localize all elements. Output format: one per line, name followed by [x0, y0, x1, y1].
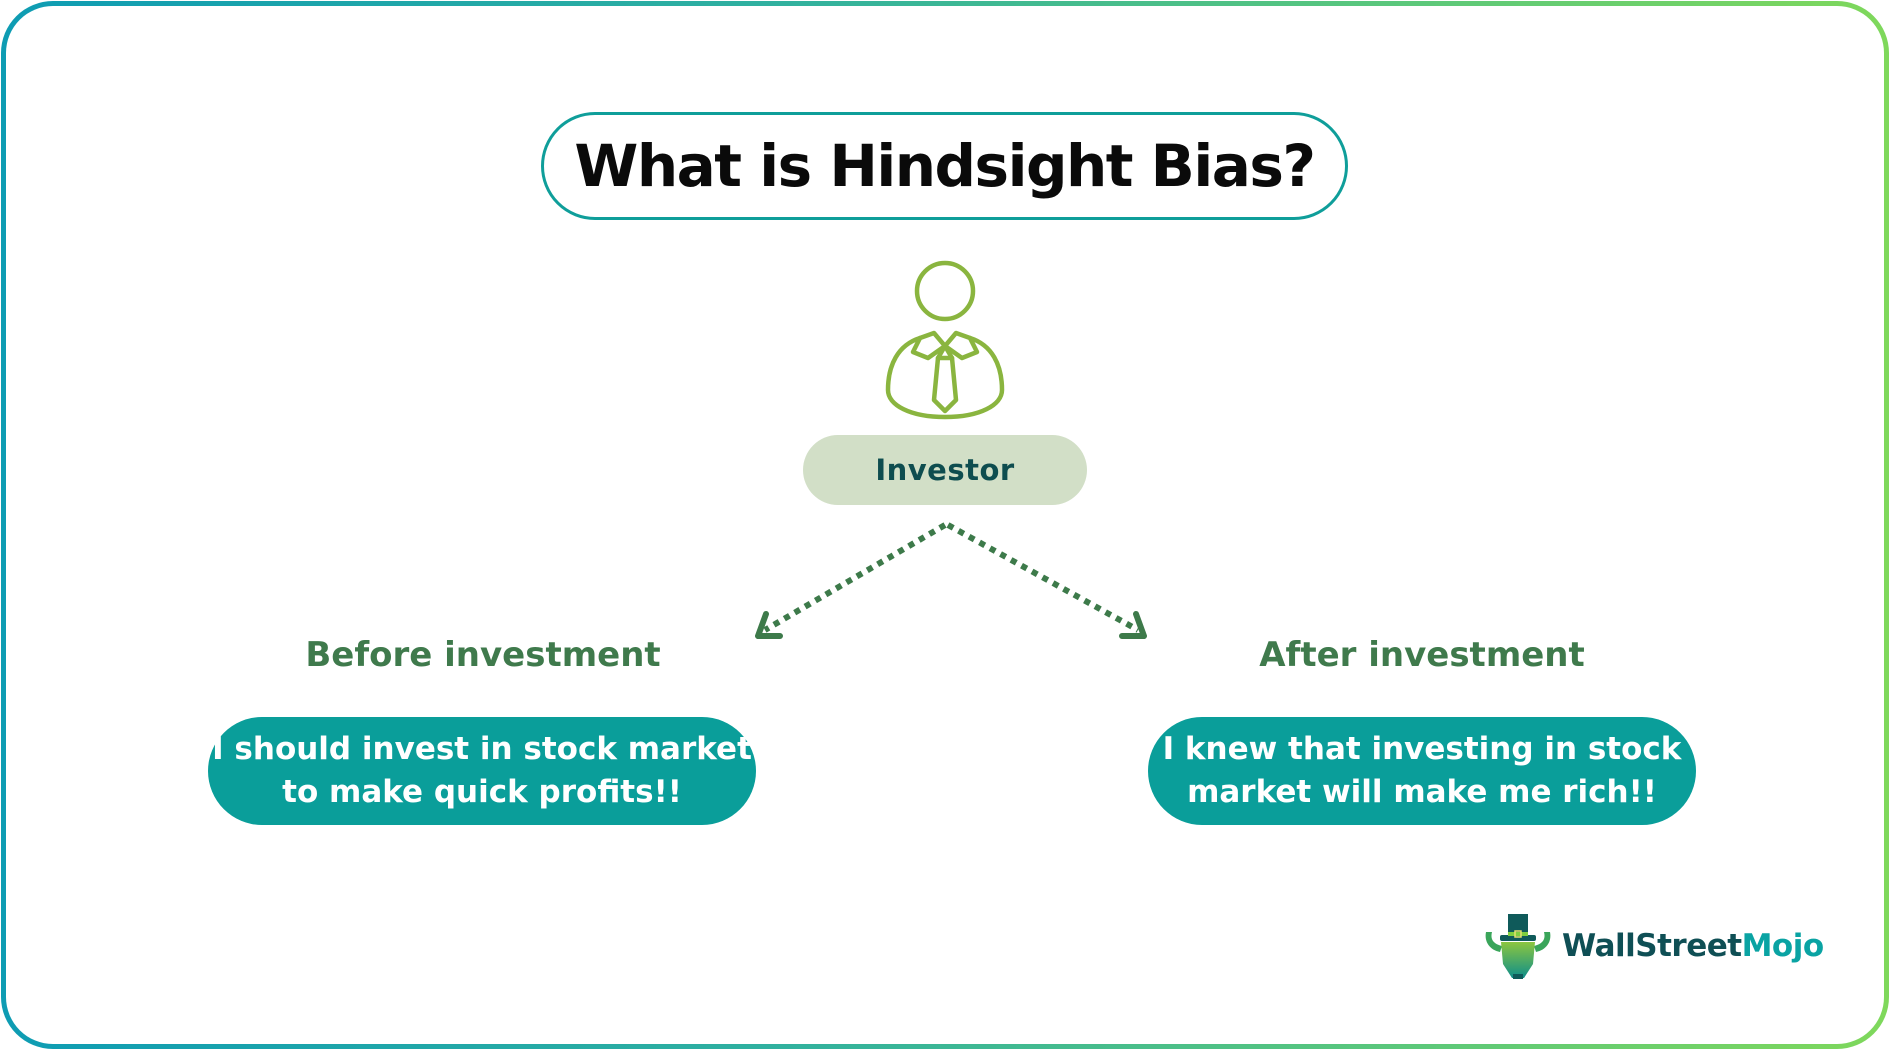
title-pill: What is Hindsight Bias?: [541, 112, 1348, 220]
quote-line: I should invest in stock market: [212, 731, 752, 767]
page-title: What is Hindsight Bias?: [574, 132, 1316, 200]
bull-logo-icon: [1485, 914, 1551, 979]
quote-line: market will make me rich!!: [1187, 774, 1657, 810]
quote-line: I knew that investing in stock: [1162, 731, 1682, 767]
wallstreetmojo-logo: WallStreetMojo: [1482, 908, 1824, 984]
branch-arrows: [755, 522, 1147, 639]
investor-label: Investor: [875, 453, 1015, 487]
after-investment-heading: After investment: [1259, 635, 1585, 675]
right-arrowhead-icon: [1119, 611, 1147, 639]
left-arrowhead-icon: [755, 611, 783, 639]
logo-wordmark: WallStreetMojo: [1562, 928, 1824, 964]
after-investment-quote: I knew that investing in stock market wi…: [1148, 717, 1696, 825]
before-investment-quote: I should invest in stock market to make …: [208, 717, 756, 825]
quote-line: to make quick profits!!: [282, 774, 682, 810]
investor-label-pill: Investor: [803, 435, 1087, 505]
before-investment-heading: Before investment: [305, 635, 661, 675]
investor-person-icon: [885, 260, 1005, 420]
right-dotted-arrow-icon: [946, 522, 1140, 633]
left-dotted-arrow-icon: [763, 522, 947, 633]
